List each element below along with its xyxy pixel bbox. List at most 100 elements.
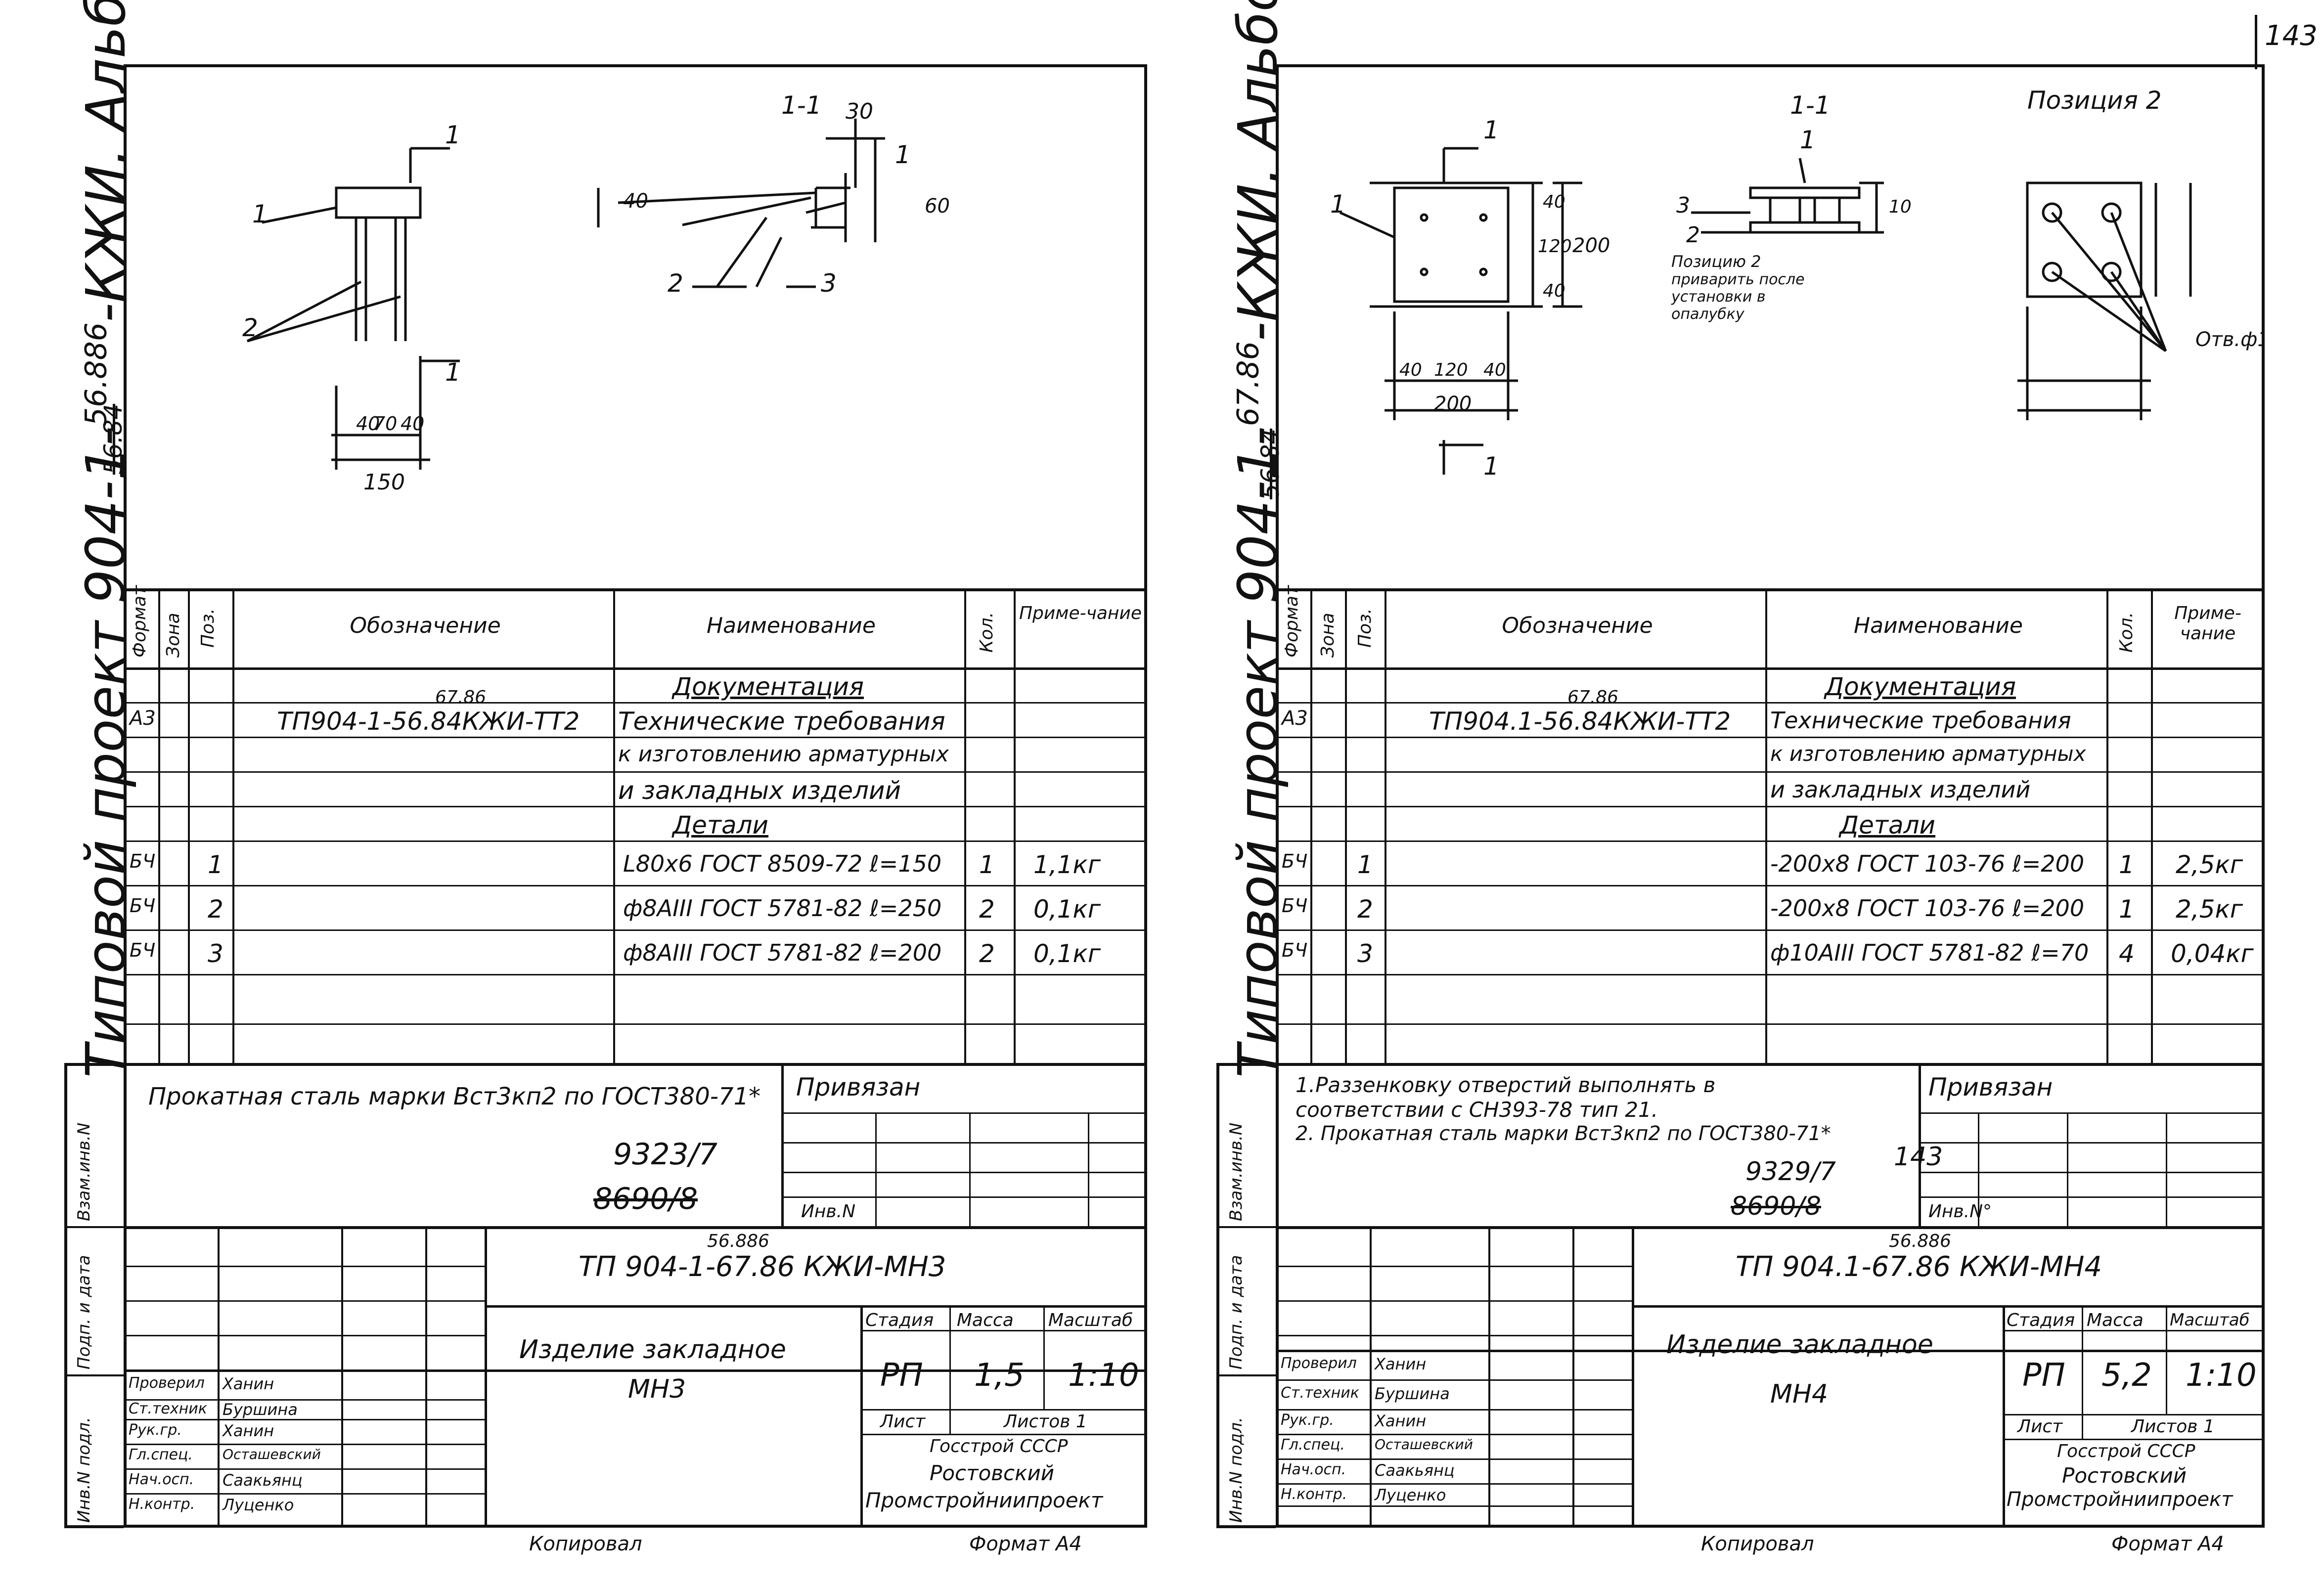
- left-signer-name-0: Ханин: [223, 1374, 274, 1393]
- left-dim-30: 30: [846, 99, 873, 124]
- right-note-3: 2. Прокатная сталь марки Вст3кп2 по ГОСТ…: [1296, 1122, 1831, 1145]
- right-row6-format: БЧ: [1282, 895, 1308, 917]
- left-row7-format: БЧ: [130, 939, 156, 961]
- right-doc-code-fix: 56.886: [1889, 1231, 1951, 1251]
- left-hdr-name: Наименование: [707, 613, 876, 638]
- left-row1-name: Технические требования: [618, 707, 945, 736]
- left-inv-label: Инв.N: [801, 1201, 856, 1222]
- left-format: Формат А4: [969, 1533, 1082, 1555]
- right-hdr-zone: Зона: [1318, 613, 1338, 658]
- left-row7-note: 0,1кг: [1033, 939, 1101, 968]
- left-hdr-pos: Поз.: [198, 608, 218, 648]
- right-position-title: Позиция 2: [2027, 86, 2162, 115]
- left-hdr-qty: Кол.: [977, 612, 997, 653]
- right-number-page: 143: [1894, 1142, 1943, 1172]
- left-callout-2: 2: [242, 313, 258, 342]
- right-row4-name: Детали: [1839, 811, 1936, 839]
- right-signer-role-2: Рук.гр.: [1281, 1412, 1334, 1429]
- right-side-sign: Подп. и дата: [1226, 1255, 1246, 1369]
- left-dim-150: 150: [363, 470, 405, 495]
- right-dim-w1: 40: [1399, 360, 1422, 380]
- left-signer-role-5: Н.контр.: [129, 1496, 195, 1513]
- left-hdr-zone: Зона: [163, 613, 183, 658]
- left-sheet: [124, 64, 1147, 1528]
- right-org-3: Промстройниипроект: [2007, 1488, 2233, 1511]
- left-signer-name-3: Осташевский: [223, 1446, 321, 1462]
- left-row6-format: БЧ: [130, 895, 156, 917]
- left-row5-format: БЧ: [130, 850, 156, 872]
- left-org-1: Госстрой СССР: [930, 1436, 1068, 1456]
- right-dim-h4: 200: [1572, 234, 1610, 257]
- left-row2-name: к изготовлению арматурных: [618, 742, 949, 767]
- left-callout-1b: 1: [895, 140, 911, 169]
- left-callout-section-bot: 1: [445, 358, 461, 387]
- left-title: Изделие закладное: [519, 1335, 786, 1365]
- right-weld-note-4: опалубку: [1671, 306, 1745, 323]
- right-callout-1b: 1: [1800, 126, 1816, 154]
- left-callout-1: 1: [252, 200, 268, 228]
- right-dim-h3: 40: [1543, 281, 1565, 301]
- right-row6-name: -200x8 ГОСТ 103-76 ℓ=200: [1770, 895, 2085, 922]
- left-row1-designation: ТП904-1-56.84КЖИ-ТТ2: [277, 707, 580, 736]
- right-row-doc: Документация: [1825, 672, 2016, 701]
- right-title: Изделие закладное: [1666, 1330, 1933, 1360]
- right-callout-section-bot: 1: [1483, 452, 1499, 481]
- left-drawing: 1 2 1 1 40 70 40 150 1-1 30 40 60 1 2 3: [242, 91, 950, 495]
- right-row5-name: -200x8 ГОСТ 103-76 ℓ=200: [1770, 850, 2085, 877]
- left-hdr-format: Формат: [130, 585, 150, 658]
- left-signer-role-4: Нач.осп.: [129, 1471, 194, 1488]
- left-number-new: 9323/7: [613, 1137, 718, 1172]
- left-sheets-label: Листов 1: [1004, 1412, 1087, 1432]
- left-row3-name: и закладных изделий: [618, 776, 901, 805]
- right-row5-pos: 1: [1357, 850, 1373, 879]
- left-number-old: 8690/8: [593, 1182, 698, 1216]
- right-signer-name-3: Осташевский: [1375, 1436, 1473, 1453]
- left-dim-40: 40: [623, 190, 648, 213]
- left-signer-name-2: Ханин: [223, 1421, 274, 1440]
- right-side-inv: Инв.N подл.: [1226, 1417, 1246, 1523]
- right-dim-h1: 40: [1543, 192, 1565, 212]
- right-sheet: [1276, 64, 2265, 1528]
- left-doc-code: ТП 904-1-67.86 КЖИ-МН3: [579, 1251, 946, 1283]
- left-mass: 1,5: [974, 1357, 1025, 1394]
- right-signer-name-2: Ханин: [1375, 1412, 1427, 1430]
- right-dim-w2: 120: [1434, 360, 1468, 380]
- right-callout-2: 2: [1686, 222, 1700, 248]
- left-callout-2b: 2: [668, 269, 683, 298]
- left-mass-label: Масса: [957, 1310, 1014, 1330]
- right-stage: РП: [2022, 1357, 2065, 1394]
- left-copied: Копировал: [529, 1533, 642, 1555]
- left-mark: МН3: [628, 1374, 686, 1404]
- left-side-inv: Инв.N подл.: [74, 1417, 94, 1523]
- right-doc-code: ТП 904.1-67.86 КЖИ-МН4: [1736, 1251, 2102, 1283]
- left-section-label: 1-1: [781, 91, 822, 120]
- left-note: Прокатная сталь марки Вст3кп2 по ГОСТ380…: [148, 1083, 761, 1110]
- left-hdr-note: Приме-чание: [1019, 603, 1142, 623]
- right-hdr-pos: Поз.: [1355, 608, 1375, 648]
- left-scale-label: Масштаб: [1048, 1310, 1133, 1330]
- left-row4-name: Детали: [672, 811, 769, 839]
- right-weld-note-1: Позицию 2: [1671, 252, 1761, 271]
- left-row6-qty: 2: [979, 895, 995, 924]
- right-row2-name: к изготовлению арматурных: [1770, 742, 2086, 766]
- right-signer-name-5: Луценко: [1375, 1486, 1446, 1504]
- left-row7-pos: 3: [208, 939, 223, 968]
- left-row5-note: 1,1кг: [1033, 850, 1101, 879]
- left-row1-format: А3: [130, 707, 156, 730]
- right-hdr-format: Формат: [1282, 585, 1302, 658]
- page-number: 143: [2265, 20, 2318, 52]
- left-dim-60: 60: [925, 195, 950, 218]
- left-row6-name: ф8АIII ГОСТ 5781-82 ℓ=250: [623, 895, 942, 922]
- left-privyazan: Привязан: [796, 1073, 921, 1102]
- left-row1-designation-fix: 67.86: [435, 687, 487, 707]
- right-copied: Копировал: [1701, 1533, 1814, 1555]
- left-row5-qty: 1: [979, 850, 995, 879]
- left-signer-role-0: Проверил: [129, 1374, 205, 1392]
- left-dim-70: 70: [373, 413, 397, 435]
- left-org-2: Ростовский: [930, 1461, 1055, 1485]
- left-row5-name: L80x6 ГОСТ 8509-72 ℓ=150: [623, 850, 942, 877]
- right-note-1: 1.Раззенковку отверстий выполнять в: [1296, 1073, 1716, 1097]
- right-hdr-qty: Кол.: [2116, 612, 2137, 653]
- right-sheet-label: Лист: [2017, 1416, 2063, 1437]
